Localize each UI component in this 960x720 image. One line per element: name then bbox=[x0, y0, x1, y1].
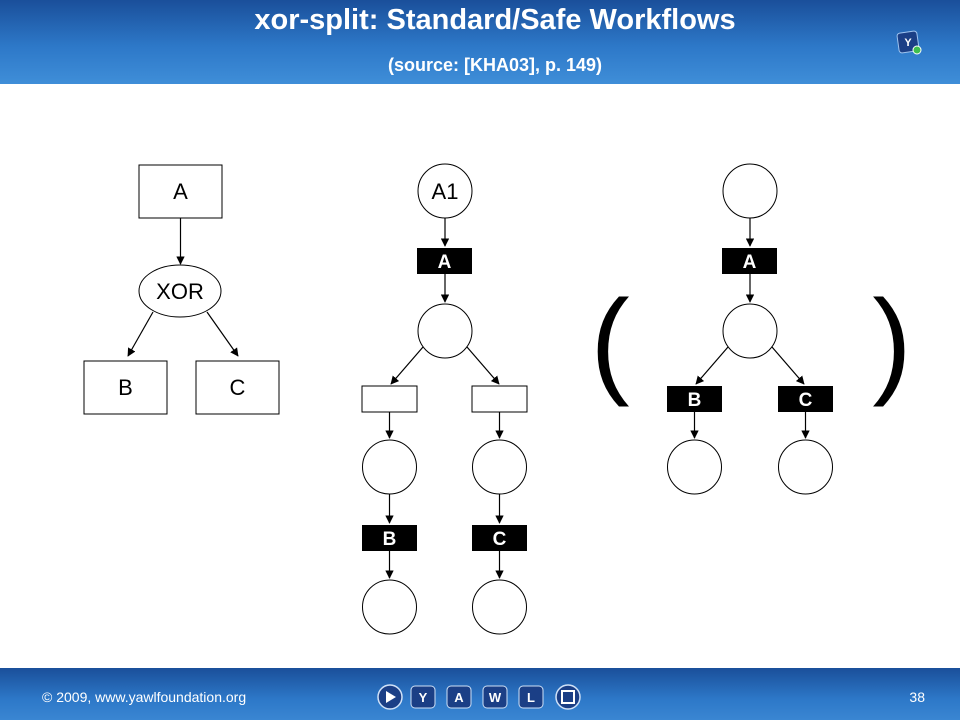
transition-c-simple-label: C bbox=[799, 390, 813, 411]
slide-footer: © 2009, www.yawlfoundation.org Y A W L 3… bbox=[0, 668, 960, 720]
yawl-nav-bar: Y A W L bbox=[377, 684, 581, 710]
silent-transition-left bbox=[361, 385, 418, 413]
transition-a bbox=[417, 248, 472, 274]
workflow-diagram: A XOR B C bbox=[83, 164, 280, 415]
arc-place-to-right-silent bbox=[466, 346, 500, 385]
nav-letter-w[interactable]: W bbox=[482, 685, 508, 709]
transition-a-simple-label: A bbox=[743, 252, 757, 273]
arc-place-to-left-silent bbox=[390, 346, 424, 385]
page-number: 38 bbox=[909, 689, 925, 705]
task-c-label: C bbox=[230, 375, 246, 400]
arrow-xor-to-b bbox=[127, 311, 154, 357]
close-parenthesis: ) bbox=[872, 276, 911, 408]
transition-a-label: A bbox=[438, 252, 452, 273]
yawl-logo-icon: Y bbox=[896, 30, 922, 55]
task-b-label: B bbox=[118, 375, 133, 400]
copyright-text: © 2009, www.yawlfoundation.org bbox=[42, 689, 247, 705]
place-after-a bbox=[417, 303, 473, 359]
place-left-mid bbox=[362, 439, 417, 495]
simplified-petri-net-diagram: ( ) A B C bbox=[590, 163, 912, 495]
nav-letter-a[interactable]: A bbox=[446, 685, 472, 709]
task-c-box bbox=[195, 360, 280, 415]
nav-letter-l[interactable]: L bbox=[518, 685, 544, 709]
arc-mid-to-c bbox=[771, 346, 805, 385]
slide-header: xor-split: Standard/Safe Workflows (sour… bbox=[0, 0, 960, 84]
stop-icon bbox=[555, 684, 581, 710]
transition-b-label: B bbox=[383, 529, 397, 550]
arc-mid-to-b bbox=[695, 346, 729, 385]
nav-letter-l-label: L bbox=[527, 690, 535, 705]
place-start bbox=[722, 163, 778, 219]
arrow-xor-to-c bbox=[206, 311, 239, 357]
task-b-box bbox=[83, 360, 168, 415]
stop-button[interactable] bbox=[555, 684, 581, 710]
task-a-label: A bbox=[173, 179, 188, 204]
nav-letter-w-label: W bbox=[489, 690, 502, 705]
place-end-left-simple bbox=[667, 439, 722, 495]
transition-c bbox=[472, 525, 527, 551]
logo-letter: Y bbox=[904, 37, 912, 49]
nav-letter-a-label: A bbox=[454, 690, 464, 705]
slide-subtitle: (source: [KHA03], p. 149) bbox=[387, 55, 603, 75]
transition-c-label: C bbox=[493, 529, 507, 550]
silent-transition-right bbox=[471, 385, 528, 413]
transition-b-simple bbox=[667, 386, 722, 412]
place-end-right-simple bbox=[778, 439, 833, 495]
task-a-box bbox=[138, 164, 223, 219]
place-a1-label: A1 bbox=[432, 179, 459, 204]
petri-net-diagram: A1 A B C bbox=[361, 163, 528, 635]
transition-c-simple bbox=[778, 386, 833, 412]
play-button[interactable] bbox=[377, 684, 403, 710]
transition-b-simple-label: B bbox=[688, 390, 702, 411]
slide-title: xor-split: Standard/Safe Workflows bbox=[254, 4, 736, 36]
place-mid-simple bbox=[722, 303, 778, 359]
place-left-end bbox=[362, 579, 417, 635]
xor-label: XOR bbox=[156, 279, 204, 304]
transition-a-simple bbox=[722, 248, 777, 274]
xor-ellipse bbox=[138, 264, 222, 318]
nav-letter-y-label: Y bbox=[419, 690, 428, 705]
open-parenthesis: ( bbox=[590, 276, 629, 408]
nav-letter-y[interactable]: Y bbox=[410, 685, 436, 709]
place-right-end bbox=[472, 579, 527, 635]
place-right-mid bbox=[472, 439, 527, 495]
transition-b bbox=[362, 525, 417, 551]
